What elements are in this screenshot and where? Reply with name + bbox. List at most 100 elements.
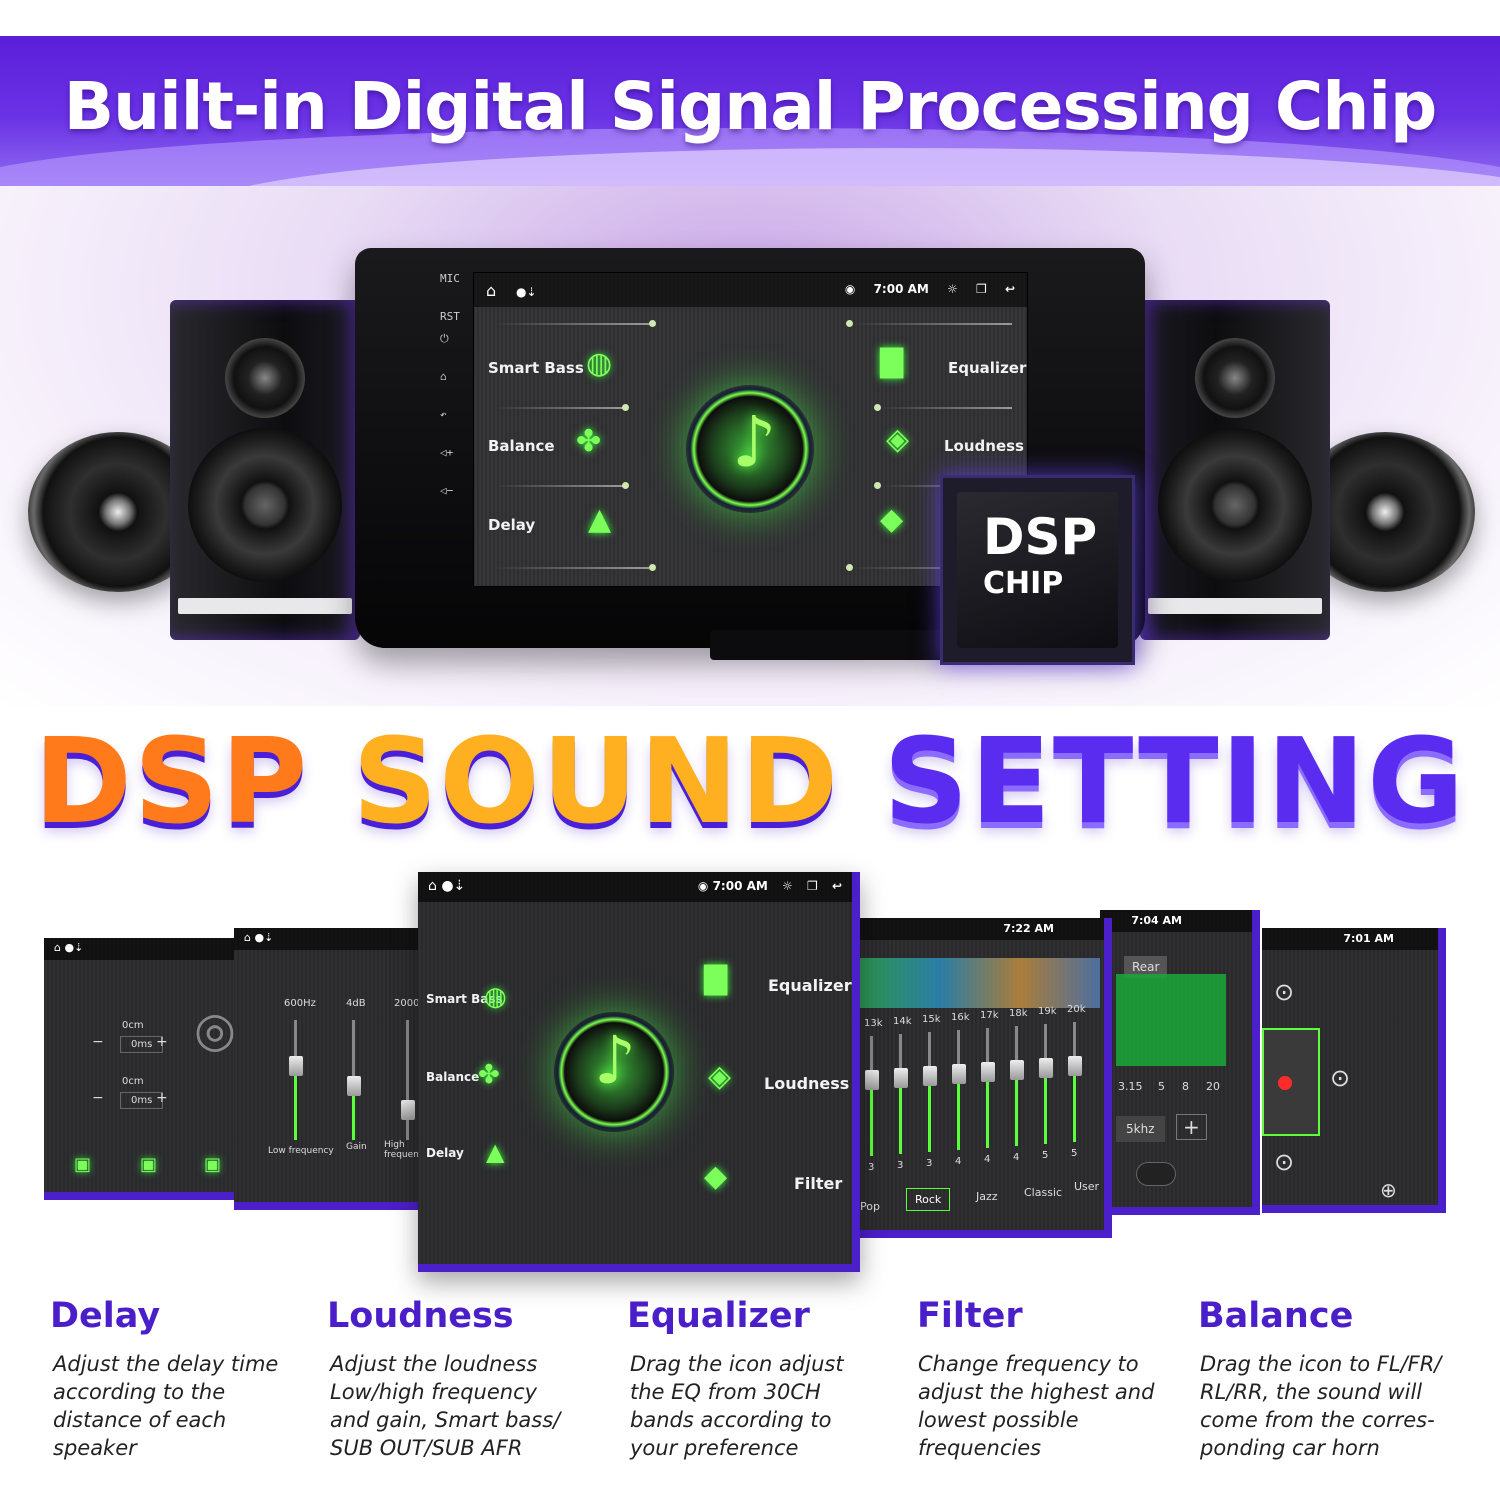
balance-panel: 7:01 AM ⊙ ⊙ ⊙ ⊕ bbox=[1262, 928, 1446, 1213]
balance-down-arrow-icon[interactable]: ⊙ bbox=[1274, 1148, 1295, 1176]
eq-band-label: 17k bbox=[980, 1010, 999, 1021]
center-status-time: 7:00 AM bbox=[712, 879, 768, 893]
menu-delay[interactable]: Delay bbox=[488, 516, 536, 534]
balance-icon[interactable]: ✤ bbox=[576, 424, 602, 459]
eq-preset-rock[interactable]: Rock bbox=[906, 1188, 951, 1211]
panel-status-bar: ⌂ ●⇣ ◉ 7:00 AM ☼ ❐ ↩ bbox=[418, 872, 852, 902]
center-menu-equalizer[interactable]: Equalizer bbox=[768, 976, 852, 995]
filter-toggle[interactable] bbox=[1136, 1162, 1176, 1186]
filter-channel-tab[interactable]: Rear bbox=[1124, 956, 1168, 978]
back-icon[interactable]: ↶ bbox=[440, 408, 447, 421]
high-frequency-slider[interactable] bbox=[406, 1020, 409, 1140]
eq-preset-classic[interactable]: Classic bbox=[1024, 1186, 1063, 1199]
delay-minus-button[interactable]: − bbox=[92, 1034, 104, 1050]
feature-title-filter: Filter bbox=[917, 1296, 1023, 1336]
bezel-label-rst: RST bbox=[440, 310, 460, 323]
delay-minus-button[interactable]: − bbox=[92, 1090, 104, 1106]
eq-band-value: 5 bbox=[1071, 1148, 1078, 1159]
delay-plus-button[interactable]: + bbox=[156, 1090, 168, 1106]
slider-knob[interactable] bbox=[289, 1056, 303, 1076]
eq-band-fill bbox=[986, 1078, 989, 1148]
home-icon[interactable]: ⌂ bbox=[486, 281, 497, 300]
home-icon[interactable]: ⌂ ●⇣ bbox=[244, 931, 274, 944]
home-icon[interactable]: ⌂ ●⇣ bbox=[428, 878, 466, 894]
menu-divider bbox=[852, 567, 1012, 569]
speaker-select-icon[interactable]: ▣ bbox=[74, 1154, 92, 1175]
eq-band-knob[interactable] bbox=[952, 1064, 966, 1084]
music-orb[interactable] bbox=[554, 1012, 674, 1132]
music-orb[interactable] bbox=[686, 385, 814, 513]
loudness-icon[interactable]: ◈ bbox=[886, 422, 910, 457]
center-menu-balance[interactable]: Balance bbox=[426, 1070, 480, 1084]
eq-band-label: 16k bbox=[951, 1012, 970, 1023]
volume-down-icon[interactable]: ◁− bbox=[440, 484, 454, 497]
smart-bass-icon[interactable]: ◍ bbox=[586, 346, 613, 381]
woofer bbox=[188, 428, 342, 582]
center-menu-delay[interactable]: Delay bbox=[426, 1146, 464, 1160]
wifi-icon: ◉ bbox=[844, 282, 856, 296]
equalizer-icon[interactable]: ▇ bbox=[704, 961, 728, 996]
menu-divider bbox=[494, 323, 649, 325]
menu-dot bbox=[874, 404, 881, 411]
equalizer-icon[interactable]: ▇ bbox=[880, 344, 904, 379]
center-status-right: ◉ 7:00 AM ☼ ❐ ↩ bbox=[698, 879, 842, 893]
eq-band-knob[interactable] bbox=[894, 1068, 908, 1088]
eq-band-knob[interactable] bbox=[923, 1066, 937, 1086]
eq-band-fill bbox=[899, 1084, 902, 1154]
filter-icon[interactable]: ◆ bbox=[880, 502, 904, 537]
delay-icon[interactable]: ▲ bbox=[588, 502, 612, 537]
menu-balance[interactable]: Balance bbox=[488, 437, 555, 455]
filter-frequency-value: 5khz bbox=[1116, 1116, 1165, 1142]
eq-band-knob[interactable] bbox=[1068, 1056, 1082, 1076]
banner-title: Built-in Digital Signal Processing Chip bbox=[63, 68, 1437, 145]
eq-band-label: 19k bbox=[1038, 1006, 1057, 1017]
menu-loudness[interactable]: Loudness bbox=[944, 437, 1024, 455]
filter-status-time: 7:04 AM bbox=[1131, 914, 1182, 927]
home-icon[interactable]: ⌂ bbox=[440, 370, 447, 383]
panel-status-bar: 7:01 AM bbox=[1262, 928, 1438, 950]
eq-preset-jazz[interactable]: Jazz bbox=[976, 1190, 998, 1203]
filter-icon[interactable]: ◆ bbox=[704, 1159, 728, 1194]
loudness-icon[interactable]: ◈ bbox=[708, 1059, 732, 1094]
slider-knob[interactable] bbox=[347, 1076, 361, 1096]
loudness-low-freq-label: Low frequency bbox=[268, 1146, 334, 1156]
dsp-sound-setting-heading: DSP SOUND SETTING bbox=[0, 712, 1500, 850]
back-icon[interactable]: ↩ bbox=[1004, 282, 1015, 296]
eq-band-knob[interactable] bbox=[981, 1062, 995, 1082]
filter-tick: 20 bbox=[1206, 1080, 1220, 1093]
center-menu-loudness[interactable]: Loudness bbox=[764, 1074, 850, 1093]
balance-icon[interactable]: ✤ bbox=[478, 1060, 500, 1090]
back-icon[interactable]: ↩ bbox=[831, 879, 842, 893]
window-icon[interactable]: ❐ bbox=[806, 879, 818, 893]
window-icon[interactable]: ❐ bbox=[975, 282, 987, 296]
head-unit-screen: ⌂ ●⇣ ◉ 7:00 AM ☼ ❐ ↩ Smart Bass ◍ Balanc… bbox=[473, 272, 1028, 587]
target-icon[interactable]: ⊕ bbox=[1380, 1178, 1397, 1202]
menu-smart-bass[interactable]: Smart Bass bbox=[488, 359, 584, 377]
delay-icon[interactable]: ▲ bbox=[486, 1138, 505, 1166]
smart-bass-icon[interactable]: ◍ bbox=[484, 982, 507, 1012]
speaker-select-icon[interactable]: ▣ bbox=[140, 1154, 158, 1175]
slider-knob[interactable] bbox=[401, 1100, 415, 1120]
center-menu-smart-bass[interactable]: Smart Bass bbox=[426, 992, 503, 1006]
center-menu-filter[interactable]: Filter bbox=[794, 1174, 843, 1193]
eq-band-label: 15k bbox=[922, 1014, 941, 1025]
eq-band-knob[interactable] bbox=[1039, 1058, 1053, 1078]
filter-plus-button[interactable]: + bbox=[1176, 1114, 1207, 1140]
balance-drag-point[interactable] bbox=[1278, 1076, 1292, 1090]
eq-preset-user[interactable]: User bbox=[1074, 1180, 1100, 1193]
filter-curve-graph[interactable] bbox=[1116, 974, 1226, 1066]
eq-preset-pop[interactable]: Pop bbox=[860, 1200, 880, 1213]
power-icon[interactable]: ⏻ bbox=[440, 332, 449, 345]
brightness-icon[interactable]: ☼ bbox=[782, 879, 793, 893]
eq-band-fill bbox=[1044, 1074, 1047, 1144]
balance-right-arrow-icon[interactable]: ⊙ bbox=[1330, 1064, 1351, 1092]
delay-plus-button[interactable]: + bbox=[156, 1034, 168, 1050]
menu-equalizer[interactable]: Equalizer bbox=[948, 359, 1027, 377]
home-icon[interactable]: ⌂ ●⇣ bbox=[54, 941, 84, 954]
eq-band-knob[interactable] bbox=[1010, 1060, 1024, 1080]
balance-up-arrow-icon[interactable]: ⊙ bbox=[1274, 978, 1295, 1006]
eq-band-knob[interactable] bbox=[865, 1070, 879, 1090]
brightness-icon[interactable]: ☼ bbox=[947, 282, 958, 296]
volume-up-icon[interactable]: ◁+ bbox=[440, 446, 454, 459]
speaker-select-icon[interactable]: ▣ bbox=[204, 1154, 222, 1175]
